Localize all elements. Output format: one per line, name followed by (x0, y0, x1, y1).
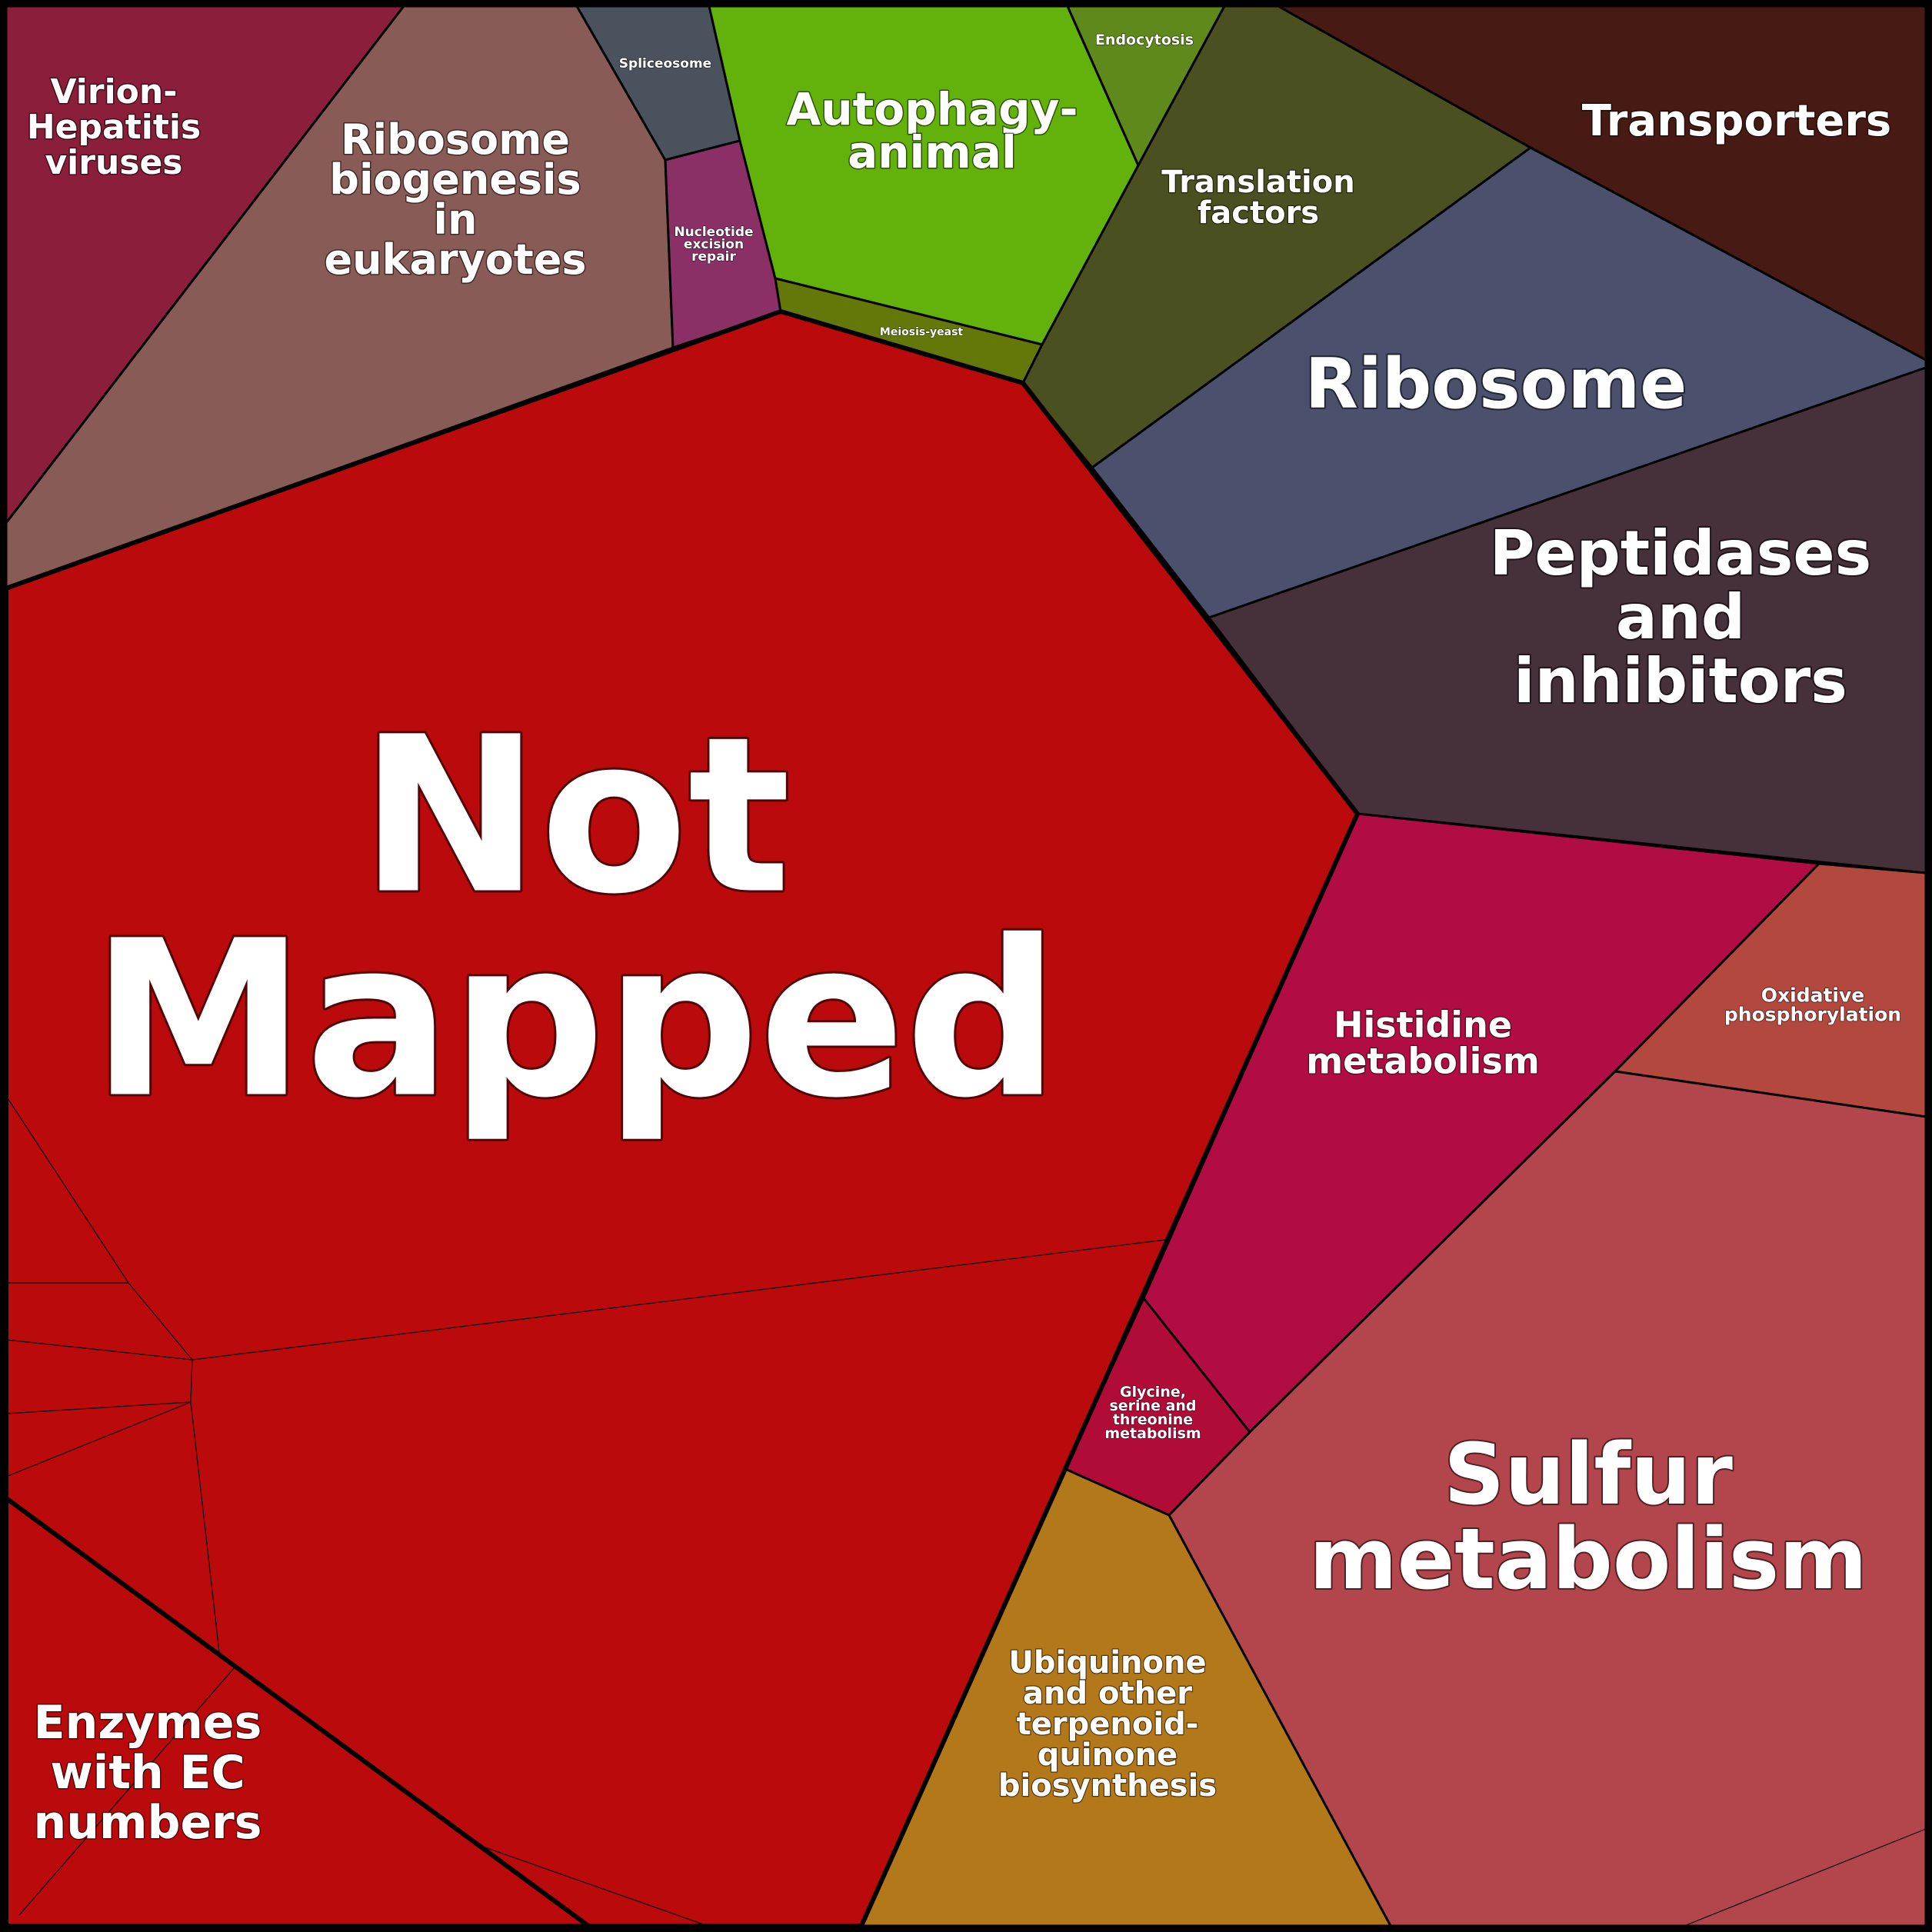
sub-divisions (5, 1095, 1927, 1927)
label-ribosome: Ribosome (1305, 344, 1687, 425)
label-meiosis-yeast: Meiosis-yeast (880, 326, 964, 338)
label-transporters: Transporters (1582, 96, 1892, 146)
label-endocytosis: Endocytosis (1095, 32, 1194, 48)
label-spliceosome: Spliceosome (619, 56, 711, 72)
label-autophagy-animal: Autophagy-animal (786, 83, 1078, 178)
